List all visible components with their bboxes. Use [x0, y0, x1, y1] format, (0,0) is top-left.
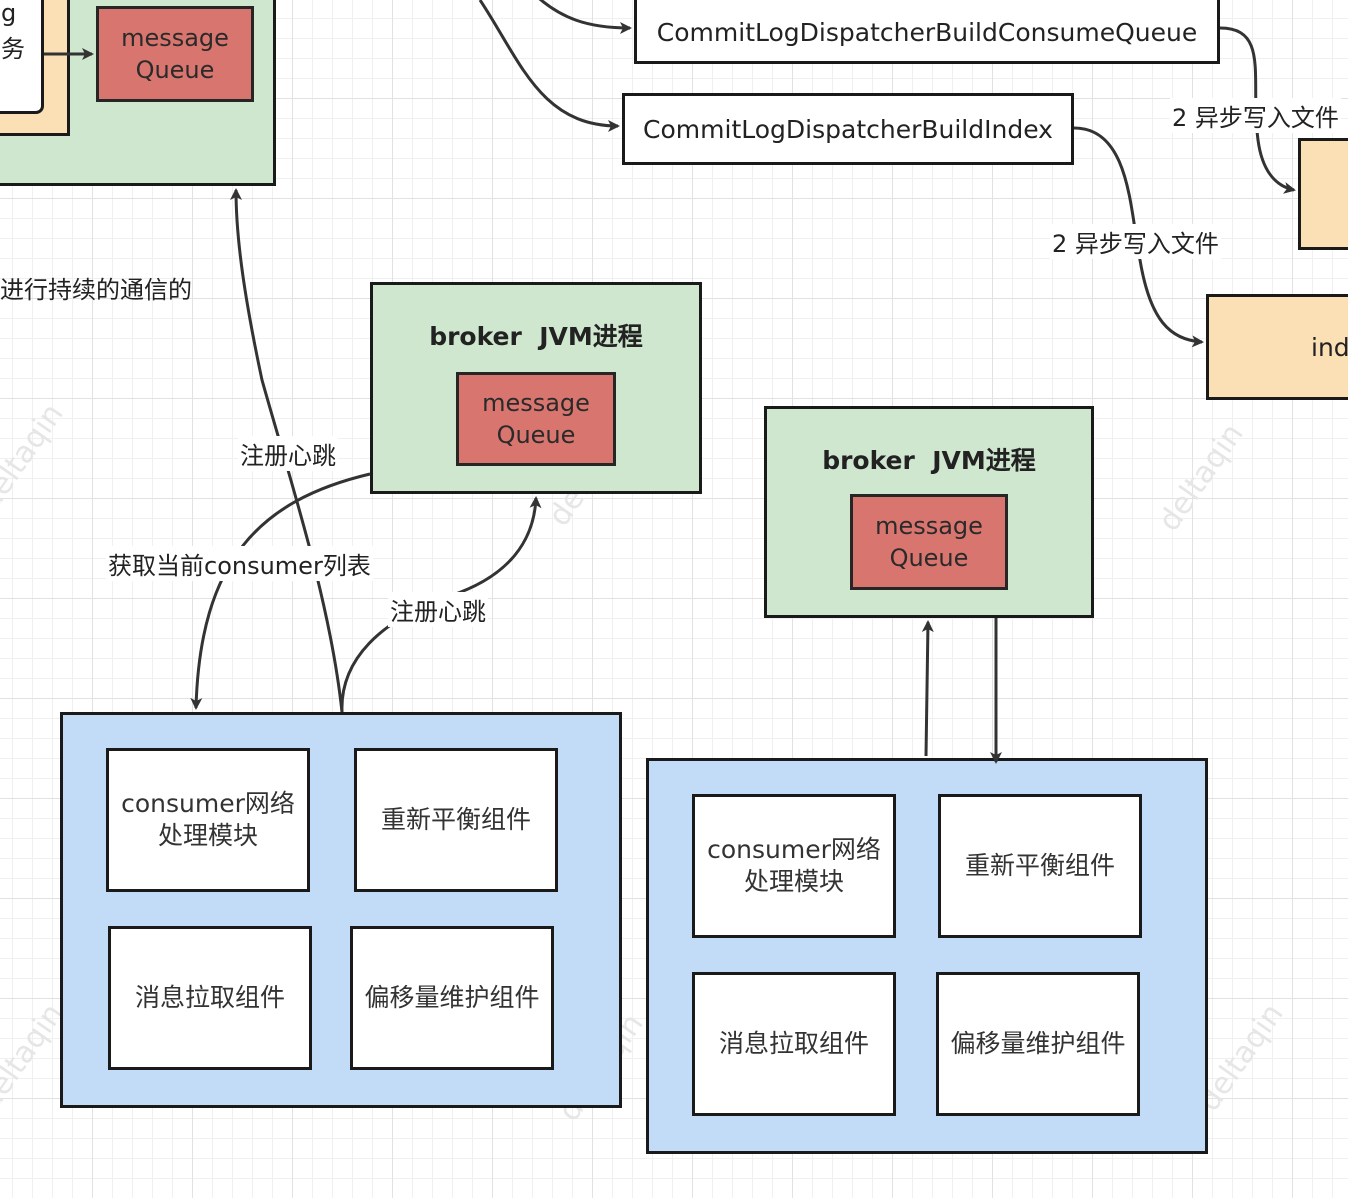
broker-1-title: broker JVM进程: [429, 322, 643, 351]
broker-2-message-queue: message Queue: [850, 494, 1008, 590]
consumer-2-pull-label: 消息拉取组件: [718, 1029, 869, 1058]
broker-1-message-queue-label: message Queue: [482, 389, 590, 449]
consumer-2-offset-component: 偏移量维护组件: [936, 972, 1140, 1116]
label-async-write-2: 2 异步写入文件: [1050, 224, 1221, 259]
consumer-1-network-module: consumer网络处理模块: [106, 748, 310, 892]
consumer-1-rebalance-component: 重新平衡组件: [354, 748, 558, 892]
consumer-2-network-module: consumer网络处理模块: [692, 794, 896, 938]
label-register-heartbeat-1: 注册心跳: [238, 436, 338, 471]
index-file-label: ind: [1311, 333, 1348, 362]
dispatcher-consume-queue: CommitLogDispatcherBuildConsumeQueue: [634, 0, 1220, 64]
consumer-1-pull-label: 消息拉取组件: [134, 983, 285, 1012]
label-continuous-comm: 进行持续的通信的: [0, 276, 192, 304]
consumer-2-pull-component: 消息拉取组件: [692, 972, 896, 1116]
consumer-1-rebalance-label: 重新平衡组件: [380, 805, 531, 834]
consumer-2-rebalance-component: 重新平衡组件: [938, 794, 1142, 938]
consumer-1-offset-component: 偏移量维护组件: [350, 926, 554, 1070]
broker-2-title: broker JVM进程: [822, 446, 1036, 475]
index-file-box: ind: [1206, 294, 1348, 400]
top-left-message-queue: message Queue: [96, 6, 254, 102]
top-left-partial-text-bottom: 务: [1, 35, 25, 63]
dispatcher-index-label: CommitLogDispatcherBuildIndex: [643, 114, 1053, 144]
dispatcher-index: CommitLogDispatcherBuildIndex: [622, 93, 1074, 165]
label-register-heartbeat-2: 注册心跳: [388, 592, 488, 627]
label-get-consumer-list: 获取当前consumer列表: [106, 546, 373, 581]
edge-index-to-file: [1073, 126, 1204, 348]
broker-2-message-queue-label: message Queue: [875, 512, 983, 572]
consumer-1-pull-component: 消息拉取组件: [108, 926, 312, 1070]
edge-to-consume-queue: [538, 0, 632, 34]
label-async-write-1: 2 异步写入文件: [1170, 98, 1341, 133]
top-left-white-box: g 务: [0, 0, 44, 114]
consumer-2-network-module-label: consumer网络处理模块: [707, 835, 881, 896]
consumer-1-network-module-label: consumer网络处理模块: [121, 789, 295, 850]
edge-consumer2-to-broker2: [921, 620, 934, 757]
consumer-1-offset-label: 偏移量维护组件: [364, 983, 540, 1012]
consumer-2-offset-label: 偏移量维护组件: [950, 1029, 1126, 1058]
top-left-message-queue-label: message Queue: [121, 24, 229, 84]
edge-consumer1-heartbeat-top: [230, 188, 344, 713]
edge-broker1-get-list: [190, 472, 371, 710]
broker-1-message-queue: message Queue: [456, 372, 616, 466]
top-left-partial-text-top: g: [1, 0, 17, 27]
consumer-2-rebalance-label: 重新平衡组件: [964, 851, 1115, 880]
consume-queue-file-box: [1298, 138, 1348, 250]
edge-to-index: [478, 0, 620, 132]
dispatcher-consume-queue-label: CommitLogDispatcherBuildConsumeQueue: [656, 17, 1198, 47]
